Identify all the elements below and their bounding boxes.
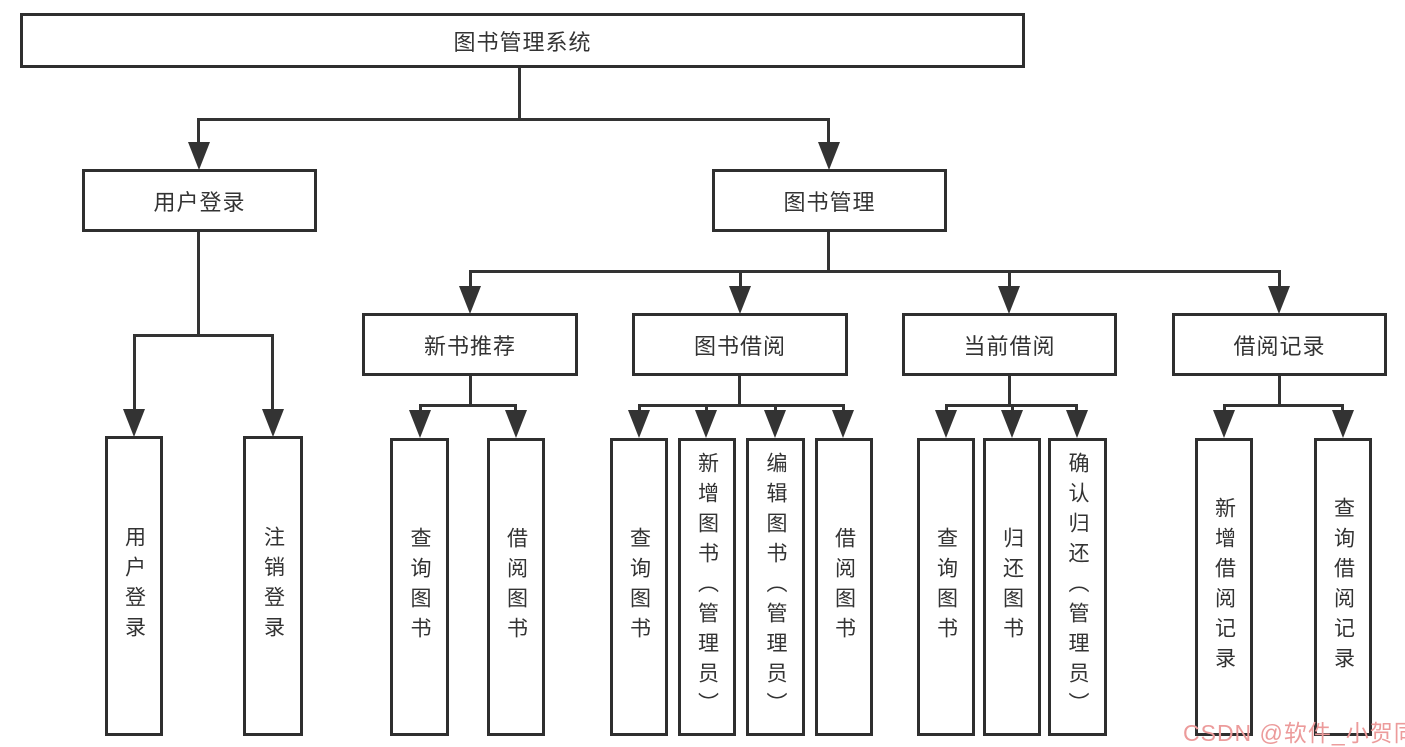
arrow-down-icon [409, 410, 431, 438]
connector-line [739, 270, 742, 290]
connector-line [197, 118, 830, 121]
connector-line [1008, 376, 1011, 407]
connector-line [469, 270, 1281, 273]
connector-line [738, 376, 741, 407]
connector-line [469, 270, 472, 290]
node-edit-books-admin: 编辑图书（管理员） [746, 438, 805, 736]
connector-line [827, 232, 830, 272]
arrow-down-icon [188, 142, 210, 170]
connector-line [419, 404, 517, 407]
connector-line [638, 404, 845, 407]
arrow-down-icon [459, 286, 481, 314]
node-borrowing-records: 借阅记录 [1172, 313, 1387, 376]
node-query-books: 查询图书 [917, 438, 975, 736]
node-label: 新增图书（管理员） [695, 452, 719, 722]
connector-line [1008, 270, 1011, 290]
connector-line [197, 232, 200, 337]
connector-line [1278, 270, 1281, 290]
node-label: 借阅记录 [1233, 333, 1326, 359]
arrow-down-icon [123, 409, 145, 437]
connector-line [705, 404, 708, 414]
node-borrow-books: 借阅图书 [487, 438, 545, 736]
node-label: 新增借阅记录 [1212, 497, 1236, 677]
node-library-management-system: 图书管理系统 [20, 13, 1025, 68]
arrow-down-icon [832, 410, 854, 438]
connector-line [638, 404, 641, 414]
arrow-down-icon [998, 286, 1020, 314]
node-return-books: 归还图书 [983, 438, 1041, 736]
connector-line [514, 404, 517, 414]
node-confirm-return-admin: 确认归还（管理员） [1048, 438, 1107, 736]
arrow-down-icon [1001, 410, 1023, 438]
arrow-down-icon [1066, 410, 1088, 438]
connector-line [1223, 404, 1344, 407]
connector-line [827, 118, 830, 144]
node-new-book-recommendation: 新书推荐 [362, 313, 578, 376]
node-label: 查询图书 [934, 527, 958, 647]
node-label: 查询图书 [627, 527, 651, 647]
node-query-books: 查询图书 [610, 438, 668, 736]
node-label: 借阅图书 [504, 527, 528, 647]
node-book-borrowing: 图书借阅 [632, 313, 848, 376]
node-label: 当前借阅 [963, 333, 1056, 359]
node-user-login: 用户登录 [82, 169, 317, 232]
node-book-management: 图书管理 [712, 169, 947, 232]
connector-line [842, 404, 845, 414]
arrow-down-icon [1268, 286, 1290, 314]
node-label: 编辑图书（管理员） [764, 452, 787, 722]
csdn-watermark: CSDN @软件_小贺同学 [1183, 720, 1405, 746]
arrow-down-icon [1213, 410, 1235, 438]
node-label: 注销登录 [261, 526, 285, 646]
node-label: 归还图书 [1000, 527, 1024, 647]
node-label: 查询图书 [408, 527, 431, 647]
node-borrow-books: 借阅图书 [815, 438, 873, 736]
connector-line [197, 118, 200, 144]
connector-line [133, 334, 274, 337]
connector-line [1011, 404, 1014, 414]
arrow-down-icon [764, 410, 786, 438]
connector-line [271, 334, 274, 412]
node-add-books-admin: 新增图书（管理员） [678, 438, 736, 736]
connector-line [1278, 376, 1281, 407]
connector-line [1341, 404, 1344, 414]
connector-line [1223, 404, 1226, 414]
node-user-login-leaf: 用户登录 [105, 436, 163, 736]
connector-line [1075, 404, 1078, 414]
arrow-down-icon [1332, 410, 1354, 438]
connector-line [518, 68, 521, 120]
node-label: 新书推荐 [423, 333, 516, 359]
arrow-down-icon [695, 410, 717, 438]
node-label: 图书借阅 [693, 333, 786, 359]
connector-line [133, 334, 136, 412]
node-query-books: 查询图书 [390, 438, 449, 736]
connector-line [945, 404, 948, 414]
node-logout: 注销登录 [243, 436, 303, 736]
node-query-borrowing-record: 查询借阅记录 [1314, 438, 1372, 736]
node-label: 用户登录 [122, 526, 146, 646]
node-add-borrowing-record: 新增借阅记录 [1195, 438, 1253, 736]
node-label: 查询借阅记录 [1331, 497, 1355, 677]
connector-line [419, 404, 422, 414]
node-current-borrowing: 当前借阅 [902, 313, 1117, 376]
node-label: 借阅图书 [832, 527, 856, 647]
connector-line [469, 376, 472, 407]
node-label: 图书管理系统 [453, 29, 592, 55]
arrow-down-icon [628, 410, 650, 438]
node-label: 用户登录 [153, 189, 246, 215]
arrow-down-icon [935, 410, 957, 438]
connector-line [774, 404, 777, 414]
arrow-down-icon [729, 286, 751, 314]
arrow-down-icon [505, 410, 527, 438]
arrow-down-icon [262, 409, 284, 437]
node-label: 确认归还（管理员） [1066, 452, 1089, 722]
node-label: 图书管理 [783, 189, 876, 215]
arrow-down-icon [818, 142, 840, 170]
